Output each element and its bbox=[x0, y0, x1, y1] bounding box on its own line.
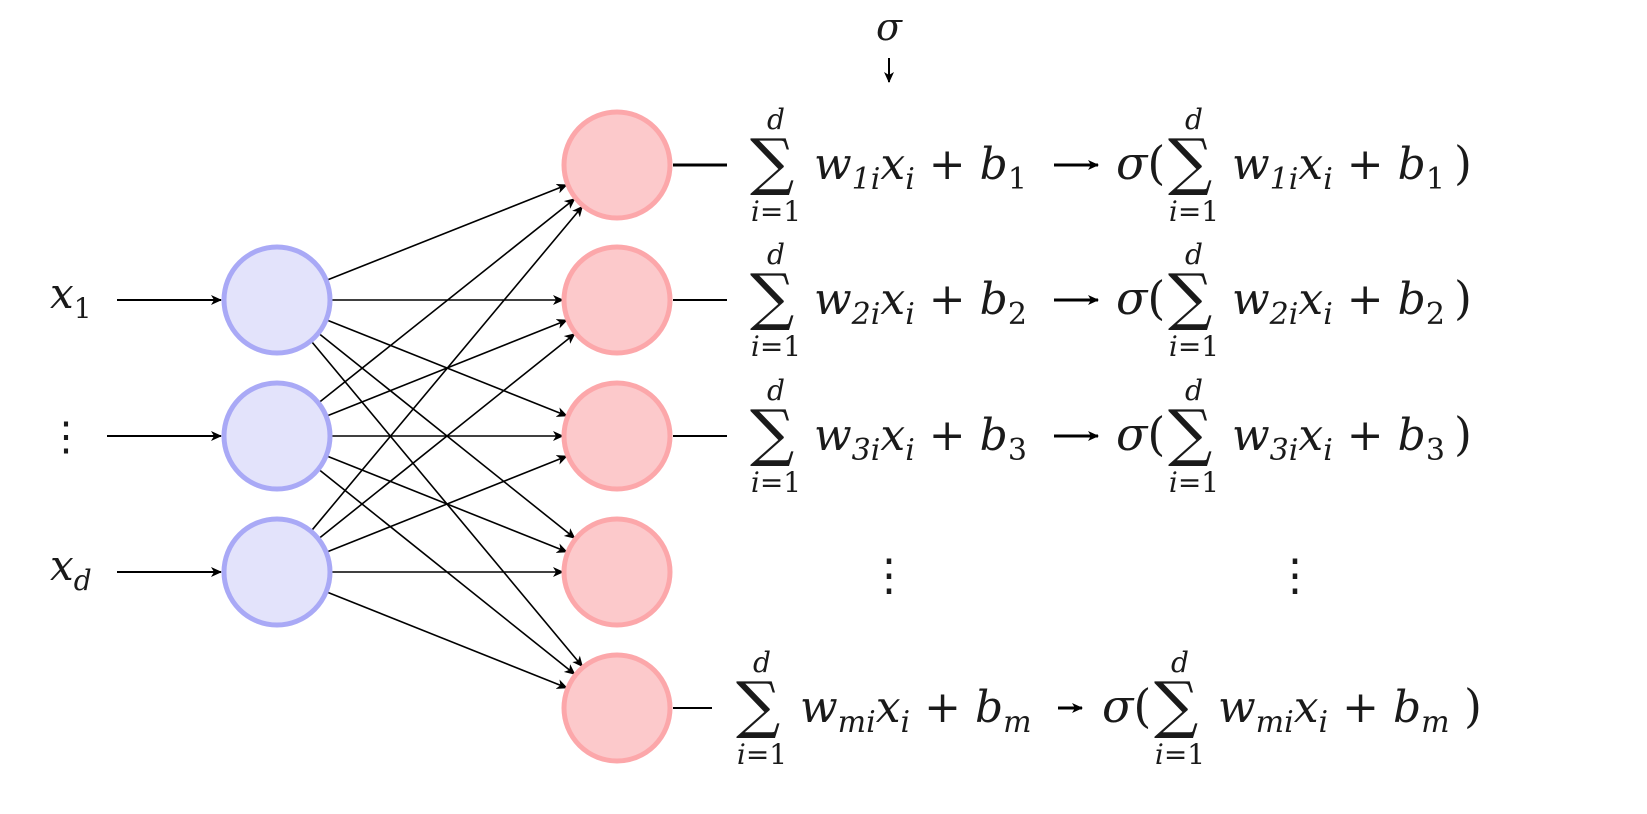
weighted-sum-term: w3ixi + b3 bbox=[814, 410, 1027, 468]
sum-upper-limit: d bbox=[1185, 374, 1203, 407]
output-layer bbox=[561, 109, 673, 764]
connections bbox=[310, 183, 584, 689]
activation-marker: σ bbox=[876, 5, 903, 83]
sum-symbol: ∑ bbox=[750, 260, 794, 333]
sum-lower-limit: i=1 bbox=[737, 738, 787, 771]
weighted-sum-term: w2ixi + b2 bbox=[1232, 274, 1445, 332]
weighted-sum-term: w1ixi + b1 bbox=[1232, 139, 1445, 197]
weighted-sum-term: w3ixi + b3 bbox=[1232, 410, 1445, 468]
output-node bbox=[561, 109, 673, 221]
output-stubs bbox=[673, 163, 727, 709]
sum-upper-limit: d bbox=[753, 646, 771, 679]
sum-symbol: ∑ bbox=[1154, 668, 1198, 741]
input-node bbox=[221, 516, 333, 628]
sum-symbol: ∑ bbox=[750, 125, 794, 198]
connection-arrow bbox=[326, 183, 568, 282]
connection-arrow bbox=[325, 590, 568, 689]
output-node bbox=[561, 244, 673, 356]
sum-upper-limit: d bbox=[767, 103, 785, 136]
weighted-sum-term: wmixi + bm bbox=[1218, 682, 1450, 740]
input-node bbox=[221, 244, 333, 356]
activation-column-ellipsis: ⋮ bbox=[1273, 550, 1317, 601]
input-node bbox=[221, 380, 333, 492]
activation-sigma: σ( bbox=[1116, 271, 1165, 325]
weighted-sum-term: wmixi + bm bbox=[800, 682, 1032, 740]
sum-upper-limit: d bbox=[1185, 238, 1203, 271]
sum-lower-limit: i=1 bbox=[751, 195, 801, 228]
input-label-x1: x1 bbox=[50, 269, 92, 325]
formula-ellipses: ⋮ ⋮ bbox=[867, 550, 1317, 601]
sum-upper-limit: d bbox=[1185, 103, 1203, 136]
output-node bbox=[561, 380, 673, 492]
weighted-sum-term: w1ixi + b1 bbox=[814, 139, 1027, 197]
sum-lower-limit: i=1 bbox=[1169, 330, 1219, 363]
weighted-sum-term: w2ixi + b2 bbox=[814, 274, 1027, 332]
activation-sigma: σ( bbox=[1116, 136, 1165, 190]
activation-sigma: σ( bbox=[1116, 407, 1165, 461]
closing-paren: ) bbox=[1454, 271, 1472, 325]
input-labels: x1 ⋮ xd bbox=[46, 269, 92, 597]
closing-paren: ) bbox=[1454, 407, 1472, 461]
sum-symbol: ∑ bbox=[1168, 125, 1212, 198]
sum-upper-limit: d bbox=[1171, 646, 1189, 679]
input-arrows bbox=[107, 295, 222, 577]
activation-sigma: σ( bbox=[1102, 679, 1151, 733]
sum-symbol: ∑ bbox=[750, 396, 794, 469]
input-label-ellipsis: ⋮ bbox=[46, 414, 86, 460]
output-node bbox=[561, 652, 673, 764]
sum-lower-limit: i=1 bbox=[1155, 738, 1205, 771]
output-node bbox=[561, 516, 673, 628]
sum-symbol: ∑ bbox=[1168, 396, 1212, 469]
closing-paren: ) bbox=[1454, 136, 1472, 190]
sum-column-ellipsis: ⋮ bbox=[867, 550, 911, 601]
connection-arrow bbox=[317, 198, 576, 404]
sum-lower-limit: i=1 bbox=[1169, 466, 1219, 499]
sum-upper-limit: d bbox=[767, 238, 785, 271]
sum-lower-limit: i=1 bbox=[751, 330, 801, 363]
sum-lower-limit: i=1 bbox=[1169, 195, 1219, 228]
sum-lower-limit: i=1 bbox=[751, 466, 801, 499]
connection-arrow bbox=[317, 333, 576, 540]
sum-symbol: ∑ bbox=[1168, 260, 1212, 333]
closing-paren: ) bbox=[1464, 679, 1482, 733]
sum-upper-limit: d bbox=[767, 374, 785, 407]
sum-symbol: ∑ bbox=[736, 668, 780, 741]
connection-arrow bbox=[310, 205, 584, 532]
activation-sigma-label: σ bbox=[876, 5, 903, 49]
connection-arrow bbox=[325, 455, 568, 554]
input-label-xd: xd bbox=[50, 541, 92, 597]
input-layer bbox=[221, 244, 333, 628]
